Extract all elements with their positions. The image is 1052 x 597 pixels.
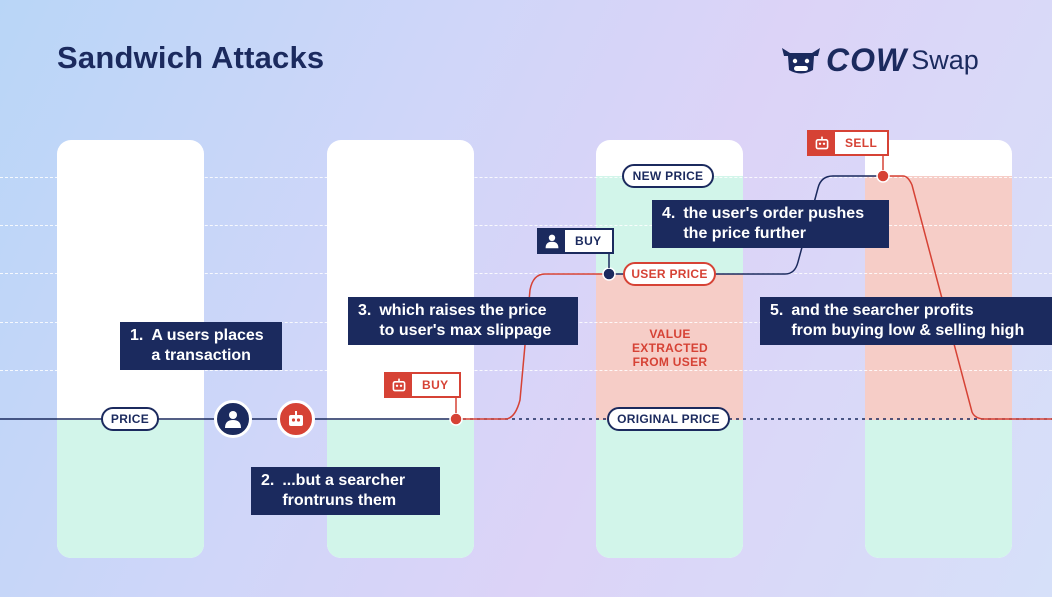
bot-sell-tag: SELL [807, 130, 890, 156]
bot-buy-point [449, 412, 463, 426]
user-icon [545, 234, 559, 249]
guide-line [0, 225, 1052, 226]
searcher-bot-avatar [277, 400, 315, 438]
robot-icon [392, 378, 406, 392]
user-buy-tag: BUY [537, 228, 614, 254]
page-title: Sandwich Attacks [57, 40, 325, 75]
bot-sell-point [876, 169, 890, 183]
robot-icon [289, 411, 303, 426]
logo-wordmark-light: Swap [911, 44, 979, 75]
new-price-pill: NEW PRICE [622, 164, 714, 188]
user-buy-point [602, 267, 616, 281]
user-icon [225, 411, 241, 428]
robot-icon [815, 136, 829, 150]
frontrun-price-line [456, 273, 609, 420]
value-extracted-label: VALUE EXTRACTED FROM USER [631, 327, 709, 369]
user-avatar [214, 400, 252, 438]
bot-buy-tag: BUY [384, 372, 461, 398]
logo-wordmark-bold: COW [826, 41, 908, 78]
price-pill: PRICE [101, 407, 159, 431]
guide-line [0, 177, 1052, 178]
cow-logo-icon [782, 48, 820, 74]
user-price-pill: USER PRICE [623, 262, 716, 286]
guide-line [0, 370, 1052, 371]
cowswap-logo: COW Swap [780, 42, 979, 78]
original-price-pill: ORIGINAL PRICE [607, 407, 730, 431]
guide-line [0, 273, 1052, 274]
